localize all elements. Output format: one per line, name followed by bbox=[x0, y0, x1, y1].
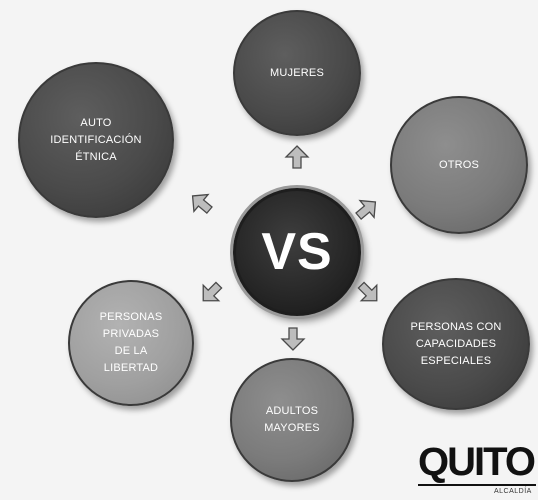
node-personas-privadas-label: PERSONAS PRIVADAS DE LA LIBERTAD bbox=[99, 311, 163, 374]
node-capacidades-especiales-label: PERSONAS CON CAPACIDADES ESPECIALES bbox=[410, 320, 502, 367]
node-mujeres-label: MUJERES bbox=[270, 66, 324, 79]
node-otros: OTROS bbox=[390, 96, 528, 234]
node-auto-identificacion-label: AUTO IDENTIFICACIÓN ÉTNICA bbox=[50, 116, 142, 163]
center-node-vs: VS bbox=[233, 188, 361, 316]
node-mujeres: MUJERES bbox=[233, 10, 361, 136]
node-personas-con-capacidades-especiales: PERSONAS CON CAPACIDADES ESPECIALES bbox=[382, 278, 530, 410]
node-adultos-mayores-label: ADULTOS MAYORES bbox=[264, 405, 320, 434]
node-adultos-mayores: ADULTOS MAYORES bbox=[230, 358, 354, 482]
arrow-down-right-icon bbox=[356, 280, 382, 306]
arrow-up-icon bbox=[284, 144, 310, 170]
arrow-down-left-icon bbox=[198, 280, 224, 306]
node-personas-privadas-de-la-libertad: PERSONAS PRIVADAS DE LA LIBERTAD bbox=[68, 280, 194, 406]
arrow-up-left-icon bbox=[188, 190, 214, 216]
arrow-down-icon bbox=[280, 326, 306, 352]
quito-logo: QUITO ALCALDÍA bbox=[418, 440, 536, 498]
center-label: VS bbox=[261, 223, 333, 281]
arrow-up-right-icon bbox=[354, 196, 380, 222]
logo-text: QUITO bbox=[418, 440, 536, 484]
node-otros-label: OTROS bbox=[438, 158, 480, 171]
logo-divider bbox=[418, 484, 536, 486]
logo-subtext: ALCALDÍA bbox=[494, 488, 532, 495]
node-auto-identificacion-etnica: AUTO IDENTIFICACIÓN ÉTNICA bbox=[18, 62, 174, 218]
